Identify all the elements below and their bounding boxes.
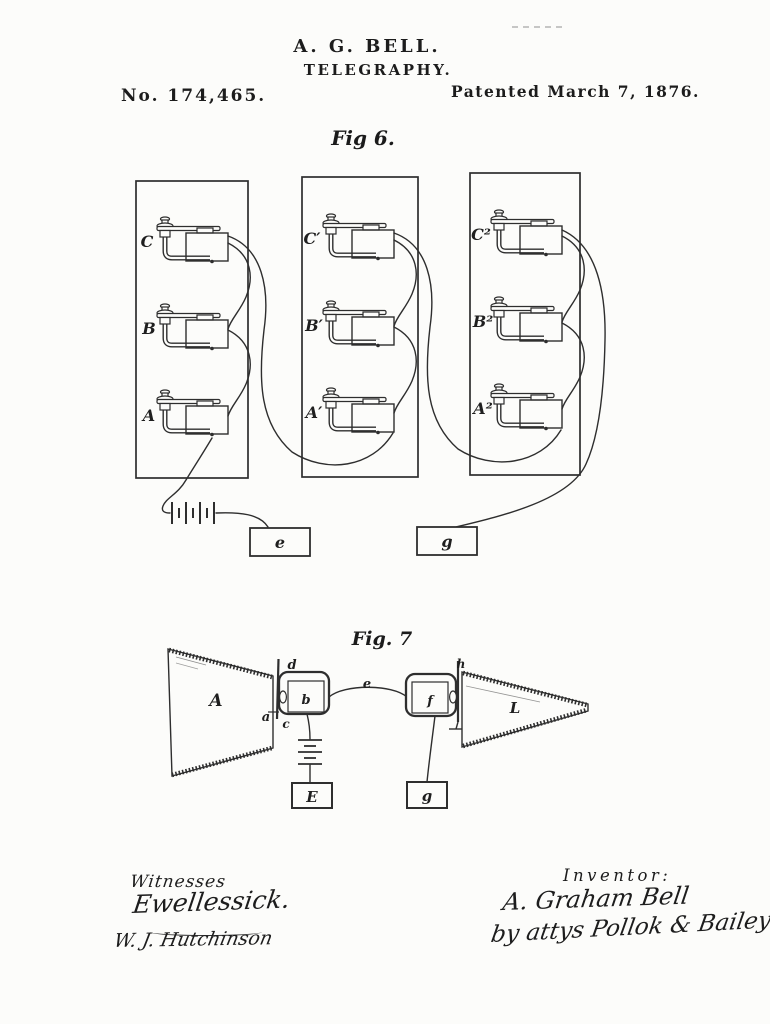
relay-device-A bbox=[157, 390, 228, 436]
wire-panel3-to-circuit-box bbox=[456, 230, 605, 527]
fig6-label-B1: B′ bbox=[304, 316, 324, 335]
fig7-transmitter: b bbox=[268, 659, 329, 719]
fig7-cone-right-label: L bbox=[509, 699, 521, 717]
fig7-cone-left: A bbox=[168, 649, 273, 776]
relay-device-C2 bbox=[491, 210, 562, 256]
fig6-caption: Fig 6. bbox=[330, 126, 395, 150]
wire-receiver-to-box-g bbox=[427, 716, 435, 782]
wire-C1-to-B1 bbox=[394, 240, 416, 326]
fig6-label-B: B bbox=[141, 319, 156, 338]
fig6-label-A2: A² bbox=[471, 399, 492, 418]
fig7-label-e: e bbox=[363, 677, 371, 692]
witness-signature-2: W. J. Hutchinson bbox=[112, 927, 274, 952]
wire-C-to-B bbox=[228, 243, 250, 329]
fig7-label-b: b bbox=[301, 693, 310, 708]
relay-device-A2 bbox=[491, 384, 562, 430]
fig7-caption: Fig. 7 bbox=[351, 628, 412, 650]
witness-signature-1: Ewellessick. bbox=[131, 885, 292, 919]
fig7-label-h: h bbox=[457, 657, 466, 671]
wire-B2-to-A2 bbox=[562, 323, 584, 409]
fig6-label-C: C bbox=[141, 232, 154, 251]
fig6-box-g-label: g bbox=[441, 532, 452, 551]
wire-C2-to-B2 bbox=[562, 236, 584, 322]
fig7-cone-left-label: A bbox=[207, 691, 222, 711]
fig7-label-a: a bbox=[262, 710, 270, 725]
wire-battery-to-box-e bbox=[216, 513, 268, 527]
fig6-label-C1: C′ bbox=[304, 229, 322, 248]
relay-device-A1 bbox=[323, 388, 394, 434]
fig6-label-B2: B² bbox=[472, 312, 494, 331]
fig6-label-C2: C² bbox=[471, 225, 491, 244]
fig7-label-d: d bbox=[287, 658, 296, 673]
wire-transmitter-to-battery bbox=[307, 714, 310, 739]
battery-icon-fig7 bbox=[298, 740, 322, 764]
relay-device-B2 bbox=[491, 297, 562, 343]
relay-device-B1 bbox=[323, 301, 394, 347]
fig7-cone-right: L bbox=[462, 672, 588, 747]
relay-device-B bbox=[157, 304, 228, 350]
battery-icon-fig6 bbox=[172, 502, 214, 524]
fig6-box-e-label: e bbox=[275, 533, 285, 552]
relay-device-C bbox=[157, 217, 228, 263]
wire-A-to-battery bbox=[162, 438, 212, 513]
fig6-label-A1: A′ bbox=[304, 403, 323, 422]
relay-device-C1 bbox=[323, 214, 394, 260]
fig7-box-E-label: E bbox=[305, 788, 318, 806]
wire-B-to-A bbox=[228, 330, 250, 416]
wire-B1-to-A1 bbox=[394, 327, 416, 413]
fig7-label-c: c bbox=[282, 717, 290, 731]
fig7-box-g-label: g bbox=[422, 787, 433, 805]
fig6-label-A: A bbox=[141, 406, 155, 425]
